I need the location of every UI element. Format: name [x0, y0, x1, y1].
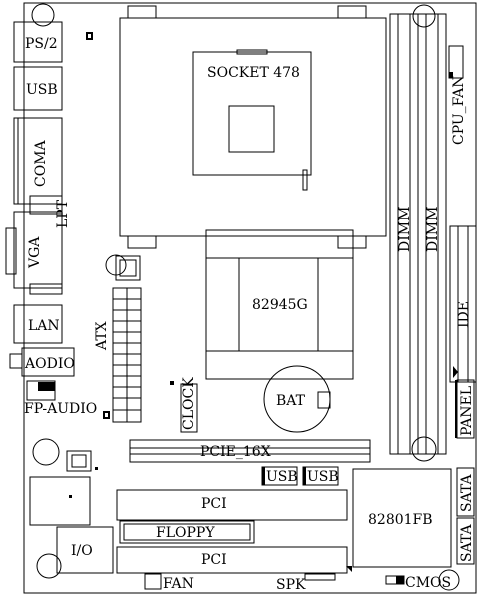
pci-slot-2 — [116, 546, 348, 574]
northbridge-heatsink — [205, 229, 354, 380]
audio-label: AODIO — [24, 356, 75, 372]
southbridge-label: 82801FB — [368, 512, 433, 528]
audio-codec-chip — [66, 450, 92, 472]
io-chip — [56, 526, 114, 574]
pcie-label: PCIE_16X — [200, 444, 271, 460]
mounting-hole — [411, 436, 437, 462]
lpt-label: LPT — [55, 199, 71, 228]
sata-connector-1 — [456, 467, 475, 517]
cpu-retention-bracket — [119, 17, 387, 237]
southbridge-chip — [352, 468, 452, 568]
ps2-port — [13, 21, 63, 63]
clock-label: CLOCK — [181, 377, 197, 430]
cmos-label: CMOS — [405, 575, 451, 591]
ide-label: IDE — [456, 301, 472, 328]
pci-slot-1 — [116, 489, 348, 521]
io-chip-area — [29, 476, 91, 526]
cpu-socket-die — [228, 105, 275, 153]
panel-label: PANEL — [459, 386, 475, 436]
coma-label: COMA — [33, 139, 49, 187]
atx-power-connector — [112, 287, 142, 423]
lan-port — [13, 304, 63, 344]
sata-2-label: SATA — [459, 523, 475, 562]
ps2-label: PS/2 — [25, 36, 58, 52]
fp-audio-label: FP-AUDIO — [24, 401, 97, 417]
fan-label: FAN — [163, 576, 194, 592]
socket-label: SOCKET 478 — [207, 65, 300, 81]
northbridge-chip — [238, 257, 319, 352]
floppy-label: FLOPPY — [156, 525, 215, 541]
usb-port-rear — [13, 66, 63, 111]
northbridge-label: 82945G — [252, 297, 308, 313]
lpt-port — [29, 195, 63, 215]
speaker-header — [304, 573, 336, 581]
io-label: I/O — [71, 543, 93, 559]
mounting-hole — [438, 569, 460, 591]
fan-header — [144, 573, 162, 590]
vga-label: VGA — [27, 236, 43, 269]
mounting-hole — [32, 438, 60, 466]
dimm-1-label: DIMM — [397, 207, 413, 252]
floppy-connector — [119, 520, 255, 544]
vga-port — [13, 211, 63, 289]
atx-label: ATX — [94, 321, 110, 351]
pci-2-label: PCI — [201, 552, 227, 568]
lan-label: LAN — [28, 318, 60, 334]
board-outline — [23, 2, 477, 594]
spk-label: SPK — [276, 577, 306, 593]
usb-header-2-label: USB — [307, 469, 339, 485]
bat-label: BAT — [276, 393, 306, 409]
sata-connector-2 — [456, 517, 475, 565]
cpu-fan-label: CPU_FAN — [451, 75, 467, 145]
sata-1-label: SATA — [459, 473, 475, 512]
clock-chip — [180, 383, 198, 433]
cpu-power-connector — [115, 255, 141, 281]
cpu-socket — [192, 51, 312, 176]
dimm-2-label: DIMM — [425, 207, 441, 252]
mounting-hole — [36, 553, 62, 579]
cpu-fan-header — [448, 45, 464, 79]
pci-1-label: PCI — [201, 496, 227, 512]
mounting-hole — [31, 3, 55, 27]
mounting-hole — [412, 4, 436, 28]
usb-header-1-label: USB — [266, 469, 298, 485]
usb-rear-label: USB — [26, 82, 58, 98]
